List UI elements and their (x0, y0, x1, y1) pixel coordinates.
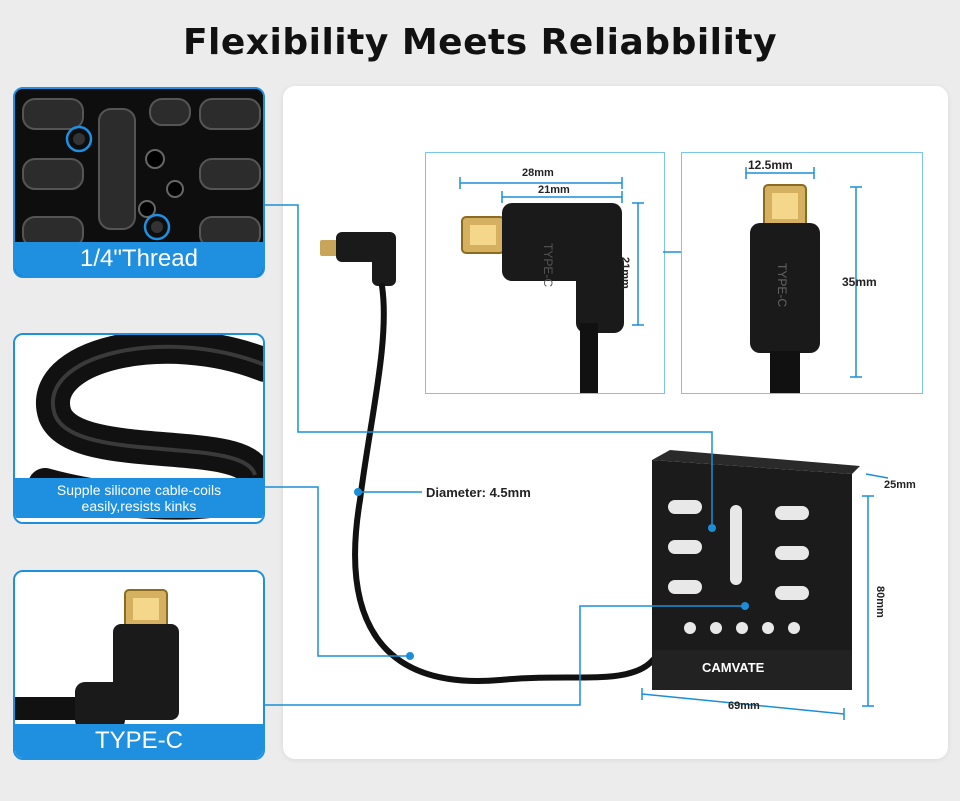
dim-21mm-width: 21mm (538, 184, 570, 196)
right-angle-connector-diagram: TYPE-C (459, 177, 644, 393)
type-c-label: TYPE-C (15, 724, 263, 758)
brand-label: CAMVATE (702, 660, 765, 675)
thread-label: 1/4"Thread (15, 242, 263, 276)
diameter-label: Diameter: 4.5mm (426, 485, 531, 500)
straight-dimension-box: TYPE-C 12.5mm 35mm (681, 152, 923, 394)
cable-coil-card: Supple silicone cable-coils easily,resis… (13, 333, 265, 524)
dim-28mm: 28mm (522, 167, 554, 179)
right-angle-dimension-box: TYPE-C 28mm 21mm 21mm (425, 152, 665, 394)
dim-80mm: 80mm (874, 586, 886, 618)
dim-35mm: 35mm (842, 275, 877, 289)
dim-25mm: 25mm (884, 479, 916, 491)
straight-connector-diagram: TYPE-C (745, 167, 862, 393)
thread-detail-card: 1/4"Thread (13, 87, 265, 278)
dim-69mm: 69mm (728, 700, 760, 712)
page-title: Flexibility Meets Reliabbility (182, 22, 778, 63)
type-c-card: TYPE-C (13, 570, 265, 760)
svg-text:TYPE-C: TYPE-C (775, 263, 789, 307)
cable-coil-label: Supple silicone cable-coils easily,resis… (15, 478, 263, 518)
svg-text:TYPE-C: TYPE-C (541, 243, 555, 287)
dim-12-5mm: 12.5mm (748, 158, 793, 172)
